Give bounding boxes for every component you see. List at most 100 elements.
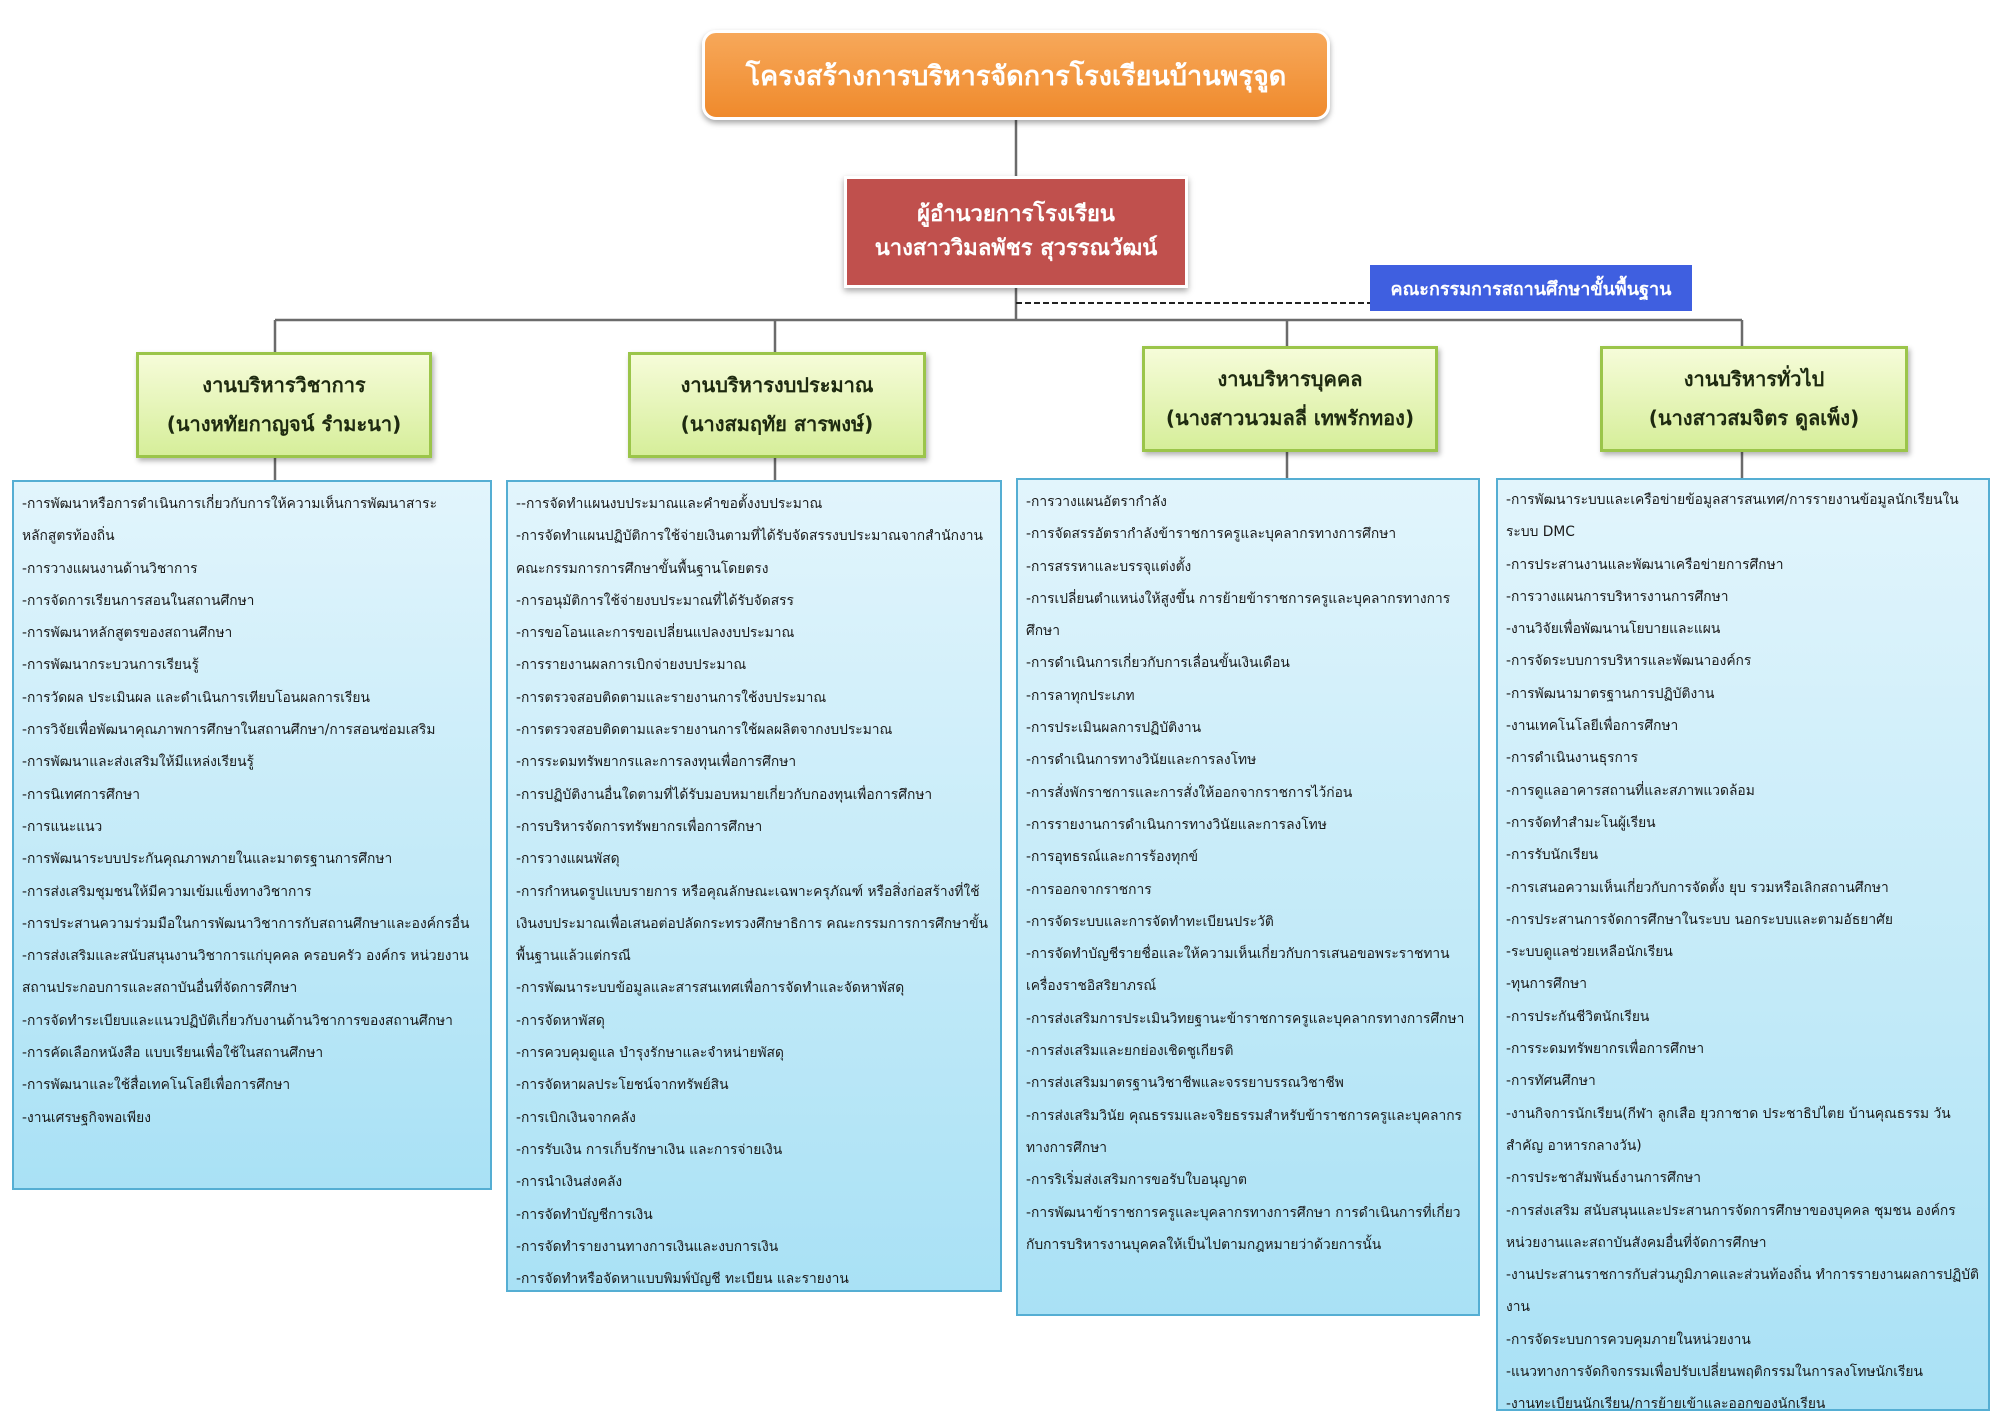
task-item: -การเปลี่ยนตำแหน่งให้สูงขึ้น การย้ายข้าร… <box>1026 590 1451 640</box>
board-label: คณะกรรมการสถานศึกษาขั้นพื้นฐาน <box>1390 278 1672 300</box>
task-item: -การพัฒนาหรือการดำเนินการเกี่ยวกับการให้… <box>22 496 437 545</box>
dept-academic-head: (นางหทัยกาญจน์ รำมะนา) <box>166 412 402 436</box>
task-item: -การจัดสรรอัตรากำลังข้าราชการครูและบุคลา… <box>1026 526 1397 543</box>
task-item: -การจัดการเรียนการสอนในสถานศึกษา <box>22 592 255 609</box>
dept-personnel-name: งานบริหารบุคคล <box>1217 367 1363 391</box>
task-item: -การส่งเสริมชุมชนให้มีความเข้มแข็งทางวิช… <box>22 883 312 900</box>
task-item: -การตรวจสอบติดตามและรายงานการใช้ผลผลิตจา… <box>516 722 893 739</box>
task-item: -การส่งเสริมการประเมินวิทยฐานะข้าราชการค… <box>1026 1010 1465 1027</box>
tasks-personnel-list: -การวางแผนอัตรากำลัง -การจัดสรรอัตรากำลัง… <box>1026 486 1470 1261</box>
task-item: -การวัดผล ประเมินผล และดำเนินการเทียบโอน… <box>22 689 370 706</box>
director-name: นางสาววิมลพัชร สุวรรณวัฒน์ <box>874 236 1158 261</box>
task-item: -การพัฒนาและส่งเสริมให้มีแหล่งเรียนรู้ <box>22 754 254 771</box>
task-item: -งานประสานราชการกับส่วนภูมิภาคและส่วนท้อ… <box>1506 1267 1980 1316</box>
task-item: -การดำเนินการเกี่ยวกับการเลื่อนขั้นเงินเ… <box>1026 655 1290 672</box>
task-item: -การประสานการจัดการศึกษาในระบบ นอกระบบแล… <box>1506 911 1893 928</box>
task-item: -การจัดทำบัญชีรายชื่อและให้ความเห็นเกี่ย… <box>1026 946 1450 995</box>
task-item: -การจัดระบบการบริหารและพัฒนาองค์กร <box>1506 653 1752 670</box>
task-item: -การอนุมัติการใช้จ่ายงบประมาณที่ได้รับจั… <box>516 592 794 609</box>
tasks-academic-list: -การพัฒนาหรือการดำเนินการเกี่ยวกับการให้… <box>22 488 482 1134</box>
chart-title-text: โครงสร้างการบริหารจัดการโรงเรียนบ้านพรุจ… <box>745 60 1287 92</box>
chart-title: โครงสร้างการบริหารจัดการโรงเรียนบ้านพรุจ… <box>702 30 1330 120</box>
task-item: -การออกจากราชการ <box>1026 881 1152 898</box>
task-item: -การควบคุมดูแล บำรุงรักษาและจำหน่ายพัสดุ <box>516 1045 784 1062</box>
task-item: -การพัฒนาข้าราชการครูและบุคลากรทางการศึก… <box>1026 1204 1461 1253</box>
task-item: -การลาทุกประเภท <box>1026 687 1135 704</box>
dept-general-head: (นางสาวสมจิตร ดูลเพ็ง) <box>1648 406 1860 430</box>
board-box: คณะกรรมการสถานศึกษาขั้นพื้นฐาน <box>1370 265 1692 311</box>
task-item: -การกำหนดรูปแบบรายการ หรือคุณลักษณะเฉพาะ… <box>516 883 988 965</box>
task-item: -การวางแผนงานด้านวิชาการ <box>22 560 198 577</box>
task-item: -การประชาสัมพันธ์งานการศึกษา <box>1506 1170 1702 1187</box>
task-item: -งานทะเบียนนักเรียน/การย้ายเข้าและออกของ… <box>1506 1396 1826 1411</box>
dept-general: งานบริหารทั่วไป (นางสาวสมจิตร ดูลเพ็ง) <box>1600 346 1908 452</box>
task-item: -การปฏิบัติงานอื่นใดตามที่ได้รับมอบหมายเ… <box>516 786 933 803</box>
dept-personnel: งานบริหารบุคคล (นางสาวนวมลลี่ เทพรักทอง) <box>1142 346 1438 452</box>
task-item: -การจัดทำระเบียบและแนวปฏิบัติเกี่ยวกับงา… <box>22 1012 453 1029</box>
task-item: -การรับนักเรียน <box>1506 847 1599 864</box>
task-item: -การสรรหาและบรรจุแต่งตั้ง <box>1026 558 1192 575</box>
task-item: -การประสานงานและพัฒนาเครือข่ายการศึกษา <box>1506 556 1784 573</box>
task-item: -การแนะแนว <box>22 818 103 835</box>
dept-general-name: งานบริหารทั่วไป <box>1683 367 1825 391</box>
task-item: -การบริหารจัดการทรัพยากรเพื่อการศึกษา <box>516 818 763 835</box>
task-item: -งานวิจัยเพื่อพัฒนานโยบายและแผน <box>1506 621 1721 638</box>
task-item: -การริเริ่มส่งเสริมการขอรับใบอนุญาต <box>1026 1172 1247 1189</box>
task-item: -การจัดระบบและการจัดทำทะเบียนประวัติ <box>1026 913 1274 930</box>
task-item: -การดำเนินงานธุรการ <box>1506 750 1639 767</box>
task-item: -งานกิจการนักเรียน(กีฬา ลูกเสือ ยุวกาชาด… <box>1506 1105 1951 1154</box>
dept-personnel-head: (นางสาวนวมลลี่ เทพรักทอง) <box>1165 406 1415 430</box>
dept-academic-name: งานบริหารวิชาการ <box>202 373 366 397</box>
task-item: -การจัดทำหรือจัดหาแบบพิมพ์บัญชี ทะเบียน … <box>516 1271 849 1288</box>
task-item: -การนิเทศการศึกษา <box>22 786 140 803</box>
dept-budget-head: (นางสมฤทัย สารพงษ์) <box>680 412 874 436</box>
tasks-general-list: -การพัฒนาระบบและเครือข่ายข้อมูลสารสนเทศ/… <box>1506 484 1980 1411</box>
task-item: -การส่งเสริมและสนับสนุนงานวิชาการแก่บุคค… <box>22 948 469 997</box>
tasks-personnel: -การวางแผนอัตรากำลัง -การจัดสรรอัตรากำลัง… <box>1016 478 1480 1316</box>
task-item: -การสั่งพักราชการและการสั่งให้ออกจากราชก… <box>1026 784 1353 801</box>
task-item: -การพัฒนาหลักสูตรของสถานศึกษา <box>22 625 233 642</box>
task-item: -การส่งเสริม สนับสนุนและประสานการจัดการศ… <box>1506 1202 1956 1251</box>
task-item: -การจัดทำสำมะโนผู้เรียน <box>1506 814 1656 831</box>
task-item: -การพัฒนาระบบประกันคุณภาพภายในและมาตรฐาน… <box>22 851 393 868</box>
task-item: -งานเทคโนโลยีเพื่อการศึกษา <box>1506 718 1679 735</box>
task-item: -การขอโอนและการขอเปลี่ยนแปลงงบประมาณ <box>516 625 795 642</box>
task-item: -การระดมทรัพยากรและการลงทุนเพื่อการศึกษา <box>516 754 797 771</box>
task-item: -การอุทธรณ์และการร้องทุกข์ <box>1026 849 1199 866</box>
dept-academic: งานบริหารวิชาการ (นางหทัยกาญจน์ รำมะนา) <box>136 352 432 458</box>
task-item: -การรายงานผลการเบิกจ่ายงบประมาณ <box>516 657 747 674</box>
task-item: -การตรวจสอบติดตามและรายงานการใช้งบประมาณ <box>516 689 827 706</box>
task-item: -การคัดเลือกหนังสือ แบบเรียนเพื่อใช้ในสถ… <box>22 1045 324 1062</box>
task-item: -การดำเนินการทางวินัยและการลงโทษ <box>1026 752 1257 769</box>
task-item: -การวางแผนพัสดุ <box>516 851 620 868</box>
task-item: -การเบิกเงินจากคลัง <box>516 1109 636 1126</box>
task-item: -การระดมทรัพยากรเพื่อการศึกษา <box>1506 1041 1705 1058</box>
task-item: -การดูแลอาคารสถานที่และสภาพแวดล้อม <box>1506 782 1755 799</box>
task-item: -การเสนอความเห็นเกี่ยวกับการจัดตั้ง ยุบ … <box>1506 879 1889 896</box>
task-item: -ระบบดูแลช่วยเหลือนักเรียน <box>1506 944 1673 961</box>
director-box: ผู้อำนวยการโรงเรียน นางสาววิมลพัชร สุวรร… <box>844 176 1188 288</box>
task-item: -การรายงานการดำเนินการทางวินัยและการลงโท… <box>1026 816 1327 833</box>
task-item: -การส่งเสริมวินัย คุณธรรมและจริยธรรมสำหร… <box>1026 1107 1462 1156</box>
tasks-budget-list: --การจัดทำแผนงบประมาณและคำขอตั้งงบประมาณ… <box>516 488 992 1290</box>
tasks-general: -การพัฒนาระบบและเครือข่ายข้อมูลสารสนเทศ/… <box>1496 478 1990 1411</box>
director-position: ผู้อำนวยการโรงเรียน <box>917 201 1115 227</box>
tasks-budget: --การจัดทำแผนงบประมาณและคำขอตั้งงบประมาณ… <box>506 480 1002 1292</box>
task-item: -การรับเงิน การเก็บรักษาเงิน และการจ่ายเ… <box>516 1141 783 1158</box>
task-item: -การวิจัยเพื่อพัฒนาคุณภาพการศึกษาในสถานศ… <box>22 722 436 739</box>
dept-budget: งานบริหารงบประมาณ (นางสมฤทัย สารพงษ์) <box>628 352 926 458</box>
task-item: -การพัฒนากระบวนการเรียนรู้ <box>22 657 199 674</box>
task-item: -การประเมินผลการปฏิบัติงาน <box>1026 720 1202 737</box>
task-item: -การส่งเสริมมาตรฐานวิชาชีพและจรรยาบรรณวิ… <box>1026 1075 1344 1092</box>
task-item: -การจัดทำบัญชีการเงิน <box>516 1206 653 1223</box>
task-item: -การพัฒนามาตรฐานการปฏิบัติงาน <box>1506 685 1715 702</box>
task-item: -แนวทางการจัดกิจกรรมเพื่อปรับเปลี่ยนพฤติ… <box>1506 1364 1923 1381</box>
task-item: -การประกันชีวิตนักเรียน <box>1506 1008 1650 1025</box>
task-item: -งานเศรษฐกิจพอเพียง <box>22 1109 151 1126</box>
tasks-academic: -การพัฒนาหรือการดำเนินการเกี่ยวกับการให้… <box>12 480 492 1190</box>
task-item: -การประสานความร่วมมือในการพัฒนาวิชาการกั… <box>22 915 470 932</box>
task-item: -การส่งเสริมและยกย่องเชิดชูเกียรติ <box>1026 1043 1234 1060</box>
task-item: -การจัดทำรายงานทางการเงินและงบการเงิน <box>516 1238 779 1255</box>
task-item: -การวางแผนอัตรากำลัง <box>1026 494 1167 510</box>
